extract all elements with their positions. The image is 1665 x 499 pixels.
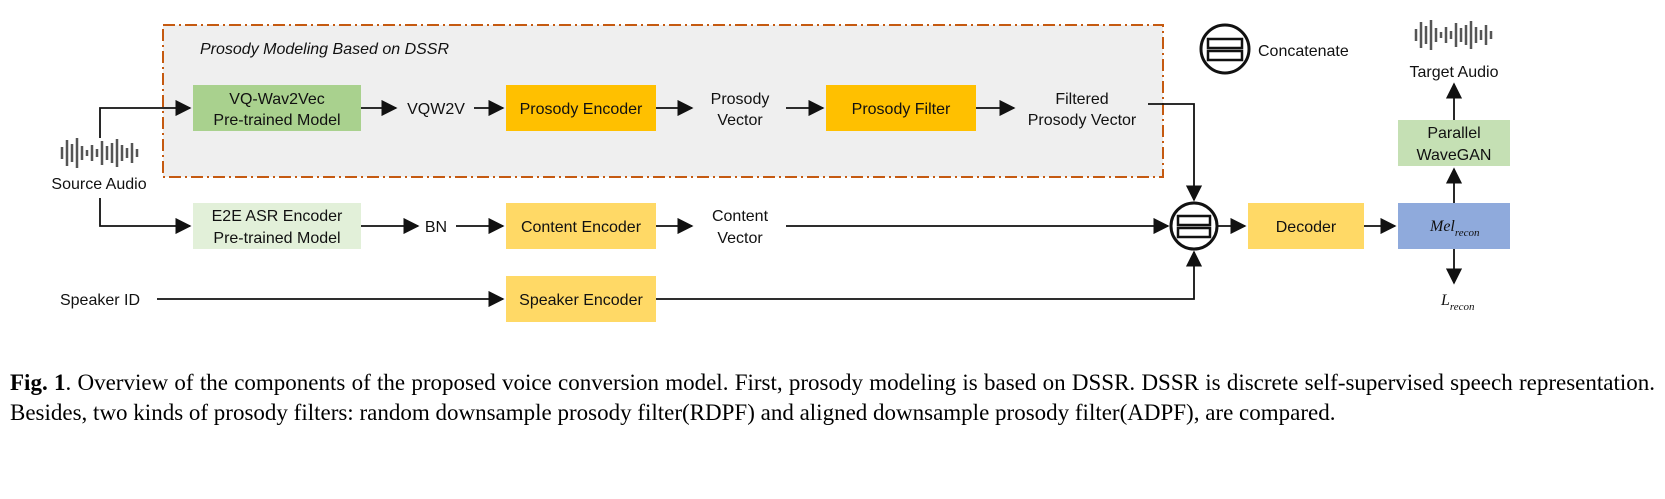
decoder-box xyxy=(1248,203,1364,249)
concatenate-node-icon xyxy=(1169,201,1219,251)
parallel-wavegan-line1: Parallel xyxy=(1427,125,1480,142)
target-audio-waveform-icon xyxy=(1414,20,1493,50)
arrow-source-to-asr xyxy=(99,198,192,235)
vq-wav2vec-line2: Pre-trained Model xyxy=(213,112,340,129)
arrow-filtered-vector-to-concat xyxy=(1148,103,1203,202)
asr-encoder-box xyxy=(193,203,361,249)
region-title: Prosody Modeling Based on DSSR xyxy=(200,41,449,58)
prosody-filter-box xyxy=(826,85,976,131)
arrow-speaker-encoder-to-concat xyxy=(656,250,1203,300)
vq-wav2vec-line1: VQ-Wav2Vec xyxy=(229,91,324,108)
filtered-prosody-vector-line2: Prosody Vector xyxy=(1028,112,1137,129)
bn-label: BN xyxy=(425,219,447,236)
connectors xyxy=(99,82,1463,308)
vq-wav2vec-box xyxy=(193,85,361,131)
diagram-canvas: Prosody Modeling Based on DSSR Concatena… xyxy=(51,20,1510,322)
content-encoder-label: Content Encoder xyxy=(521,219,642,236)
mel-recon-box xyxy=(1398,203,1510,249)
mel-recon-label: Melrecon xyxy=(1429,218,1480,239)
figure-caption: Fig. 1. Overview of the components of th… xyxy=(10,368,1655,428)
parallel-wavegan-line2: WaveGAN xyxy=(1417,147,1492,164)
source-audio-label: Source Audio xyxy=(51,176,146,193)
filtered-prosody-vector-line1: Filtered xyxy=(1055,91,1108,108)
concatenate-legend-icon xyxy=(1199,23,1251,75)
vqw2v-label: VQW2V xyxy=(407,101,465,118)
concatenate-legend-label: Concatenate xyxy=(1258,43,1349,60)
speaker-encoder-label: Speaker Encoder xyxy=(519,292,643,309)
speaker-id-label: Speaker ID xyxy=(60,292,140,309)
loss-recon-label: Lrecon xyxy=(1440,292,1475,313)
source-audio-waveform-icon xyxy=(60,138,139,168)
content-encoder-box xyxy=(506,203,656,249)
prosody-vector-line1: Prosody xyxy=(711,91,770,108)
prosody-vector-line2: Vector xyxy=(717,112,763,129)
prosody-encoder-box xyxy=(506,85,656,131)
content-vector-line1: Content xyxy=(712,208,769,225)
caption-fig-label: Fig. 1 xyxy=(10,370,66,395)
arrow-source-to-vq xyxy=(99,99,192,138)
asr-encoder-line2: Pre-trained Model xyxy=(213,230,340,247)
caption-text: . Overview of the components of the prop… xyxy=(10,370,1655,425)
target-audio-label: Target Audio xyxy=(1410,64,1499,81)
content-vector-line2: Vector xyxy=(717,230,763,247)
decoder-label: Decoder xyxy=(1276,219,1337,236)
asr-encoder-line1: E2E ASR Encoder xyxy=(212,208,343,225)
parallel-wavegan-box xyxy=(1398,120,1510,166)
prosody-encoder-label: Prosody Encoder xyxy=(520,101,643,118)
prosody-filter-label: Prosody Filter xyxy=(852,101,951,118)
speaker-encoder-box xyxy=(506,276,656,322)
